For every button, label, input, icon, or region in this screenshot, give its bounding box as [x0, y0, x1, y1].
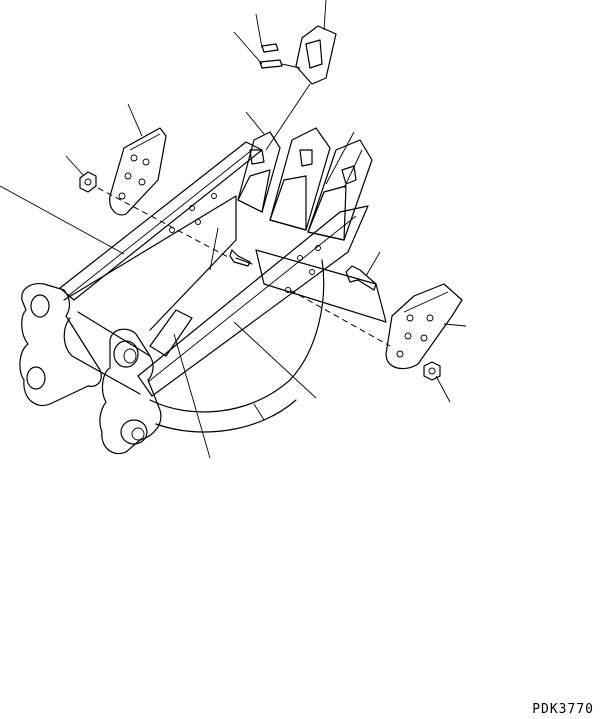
right-side-cutter-plate	[385, 283, 463, 370]
right-wear-plate	[255, 249, 387, 323]
leader-left-cutter	[127, 103, 143, 137]
bucket-body	[19, 141, 369, 455]
bucket-face-plate	[137, 205, 369, 397]
left-mounting-holes	[169, 193, 217, 233]
tooth-point-exploded	[259, 25, 337, 151]
leader-bottom	[253, 403, 265, 421]
left-side-cutter	[79, 127, 253, 267]
right-pin-bore-upper	[123, 348, 137, 364]
tooth-assembly-line	[265, 83, 311, 151]
leader-left-tooth	[245, 111, 265, 135]
leader-right-nut	[435, 375, 451, 403]
callout-leaders	[0, 0, 467, 459]
right-nut	[423, 361, 441, 381]
bucket-left-side-wall	[63, 195, 237, 331]
leader-right-tooth	[343, 149, 363, 189]
left-pin-boss-lower	[26, 366, 46, 390]
leader-tooth-pin	[233, 31, 263, 65]
leader-right-cutter	[443, 323, 467, 327]
leader-left-bolt	[209, 227, 219, 271]
right-pin-bore-lower	[131, 427, 145, 441]
leader-tooth-point	[323, 0, 327, 31]
tooth-adapter-right	[307, 185, 347, 241]
right-bolt	[345, 265, 377, 291]
bucket-teeth	[237, 127, 373, 241]
tooth-point	[295, 25, 337, 85]
left-side-cutter-plate	[109, 127, 167, 216]
bucket-curved-bottom	[149, 259, 325, 413]
tooth-lock-washer	[261, 43, 279, 53]
leader-face-plate	[233, 321, 317, 399]
inner-rib	[149, 309, 193, 357]
leader-tooth-lock	[255, 13, 263, 49]
boss-tube	[63, 311, 151, 395]
right-pin-boss-upper	[113, 340, 139, 368]
leader-rib	[173, 333, 211, 459]
left-cutter-bolt-axis	[97, 187, 231, 259]
leader-middle-tooth	[325, 131, 355, 185]
left-pin-boss-upper	[30, 294, 50, 318]
tooth-adapter-middle	[269, 175, 307, 231]
leader-top-plate	[0, 185, 125, 255]
left-nut	[79, 171, 97, 193]
left-hinge-plate	[19, 283, 102, 407]
leader-right-bolt	[365, 251, 381, 277]
right-pin-boss-lower	[120, 419, 148, 445]
leader-left-nut	[65, 155, 85, 177]
left-bolt	[229, 249, 253, 267]
right-cutter-bolt-axis	[289, 289, 391, 347]
tooth-middle	[269, 127, 331, 231]
tooth-adapter-left	[237, 169, 271, 213]
drawing-reference-code: PDK3770	[532, 702, 594, 717]
right-side-cutter	[255, 249, 463, 381]
right-hinge-plate	[99, 328, 162, 455]
tooth-pin	[259, 59, 283, 69]
